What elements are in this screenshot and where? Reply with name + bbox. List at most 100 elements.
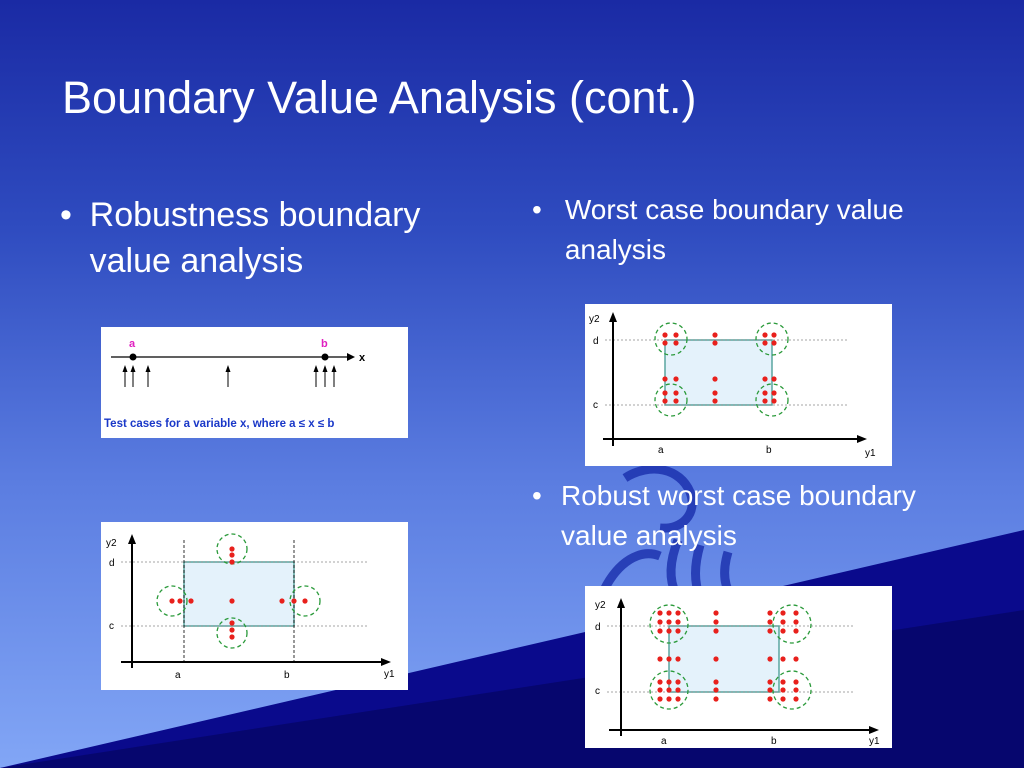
test-point [713, 679, 719, 685]
test-point [657, 628, 663, 634]
x-axis-label: y1 [869, 736, 880, 747]
slide-title: Boundary Value Analysis (cont.) [62, 72, 697, 123]
test-case-arrowhead [145, 365, 151, 372]
x-axis-arrowhead [869, 726, 879, 734]
test-point [229, 634, 235, 640]
test-point [657, 656, 663, 662]
test-point [793, 696, 799, 702]
test-point [675, 628, 681, 634]
bullet-robust-worst-case: • Robust worst case boundary value analy… [532, 476, 972, 556]
test-point [780, 656, 786, 662]
x-axis-arrowhead [857, 435, 867, 443]
test-point [673, 376, 679, 382]
test-point [713, 687, 719, 693]
test-point [657, 696, 663, 702]
test-point [675, 610, 681, 616]
x-tick-b: b [766, 445, 772, 456]
test-point [780, 619, 786, 625]
circled-group [216, 617, 248, 649]
number-line-caption: Test cases for a variable x, where a ≤ x… [104, 418, 334, 430]
y-axis-arrowhead [617, 598, 625, 608]
test-point [662, 398, 668, 404]
test-point [662, 332, 668, 338]
test-case-arrowhead [122, 365, 128, 372]
test-point [793, 687, 799, 693]
circled-group [156, 585, 188, 617]
test-point [767, 687, 773, 693]
test-point [771, 332, 777, 338]
test-point [657, 687, 663, 693]
y-axis-label: y2 [589, 314, 600, 325]
circled-group [755, 322, 789, 356]
test-case-arrowhead [225, 365, 231, 372]
test-point [712, 376, 718, 382]
bullet-text: Worst case boundary value analysis [564, 194, 904, 265]
point-a-label: a [129, 338, 136, 350]
x-tick-a: a [661, 736, 667, 747]
test-point [673, 390, 679, 396]
test-point [657, 619, 663, 625]
x-axis-label: y1 [865, 448, 876, 459]
test-point [229, 546, 235, 552]
test-point [666, 687, 672, 693]
test-point [666, 656, 672, 662]
test-point [793, 656, 799, 662]
bullet-worst-case: • Worst case boundary value analysis [532, 190, 952, 270]
y-tick-c: c [109, 621, 114, 632]
test-point [767, 656, 773, 662]
y-axis-arrowhead [609, 312, 617, 322]
test-point [662, 340, 668, 346]
test-point [767, 679, 773, 685]
test-point [762, 340, 768, 346]
test-point [302, 598, 308, 604]
test-point [229, 598, 235, 604]
test-point [666, 610, 672, 616]
test-point [767, 619, 773, 625]
test-point [780, 696, 786, 702]
worst-case-diagram: y2 d c a b y1 [589, 312, 876, 459]
test-case-arrowhead [313, 365, 319, 372]
bullet-text: Robust worst case boundary value analysi… [561, 480, 916, 551]
test-point [780, 628, 786, 634]
x-axis-label: x [359, 352, 366, 364]
x-tick-a: a [175, 670, 181, 681]
test-points [169, 546, 308, 640]
test-point [712, 398, 718, 404]
test-point [675, 696, 681, 702]
test-point [229, 559, 235, 565]
y-tick-d: d [593, 336, 599, 347]
y-axis-arrowhead [128, 534, 136, 544]
test-case-arrowhead [331, 365, 337, 372]
test-point [793, 619, 799, 625]
bullet-text: Robustness boundary value analysis [89, 196, 421, 280]
test-point [662, 376, 668, 382]
test-point [780, 687, 786, 693]
test-point [675, 679, 681, 685]
circled-groups [654, 322, 789, 417]
circled-group [772, 604, 812, 644]
test-point [188, 598, 194, 604]
test-point [675, 687, 681, 693]
test-case-arrowhead [322, 365, 328, 372]
test-point [713, 610, 719, 616]
bullet-robustness: • Robustness boundary value analysis [60, 192, 500, 284]
bullet-dot: • [60, 196, 72, 234]
x-tick-a: a [658, 445, 664, 456]
worst-case-diagram-panel: y2 d c a b y1 [585, 304, 892, 466]
bullet-dot: • [532, 480, 542, 511]
test-point [713, 696, 719, 702]
x-axis-label: y1 [384, 669, 395, 680]
circled-group [654, 322, 688, 356]
test-point [771, 340, 777, 346]
test-point [771, 376, 777, 382]
point-b-label: b [321, 338, 328, 350]
test-point [666, 696, 672, 702]
y-tick-c: c [595, 686, 600, 697]
test-point [662, 390, 668, 396]
test-point [673, 340, 679, 346]
test-point [793, 628, 799, 634]
circled-group [289, 585, 321, 617]
test-point [675, 619, 681, 625]
robustness-diagram: y2 d c a b y1 [106, 533, 395, 681]
test-point [666, 628, 672, 634]
